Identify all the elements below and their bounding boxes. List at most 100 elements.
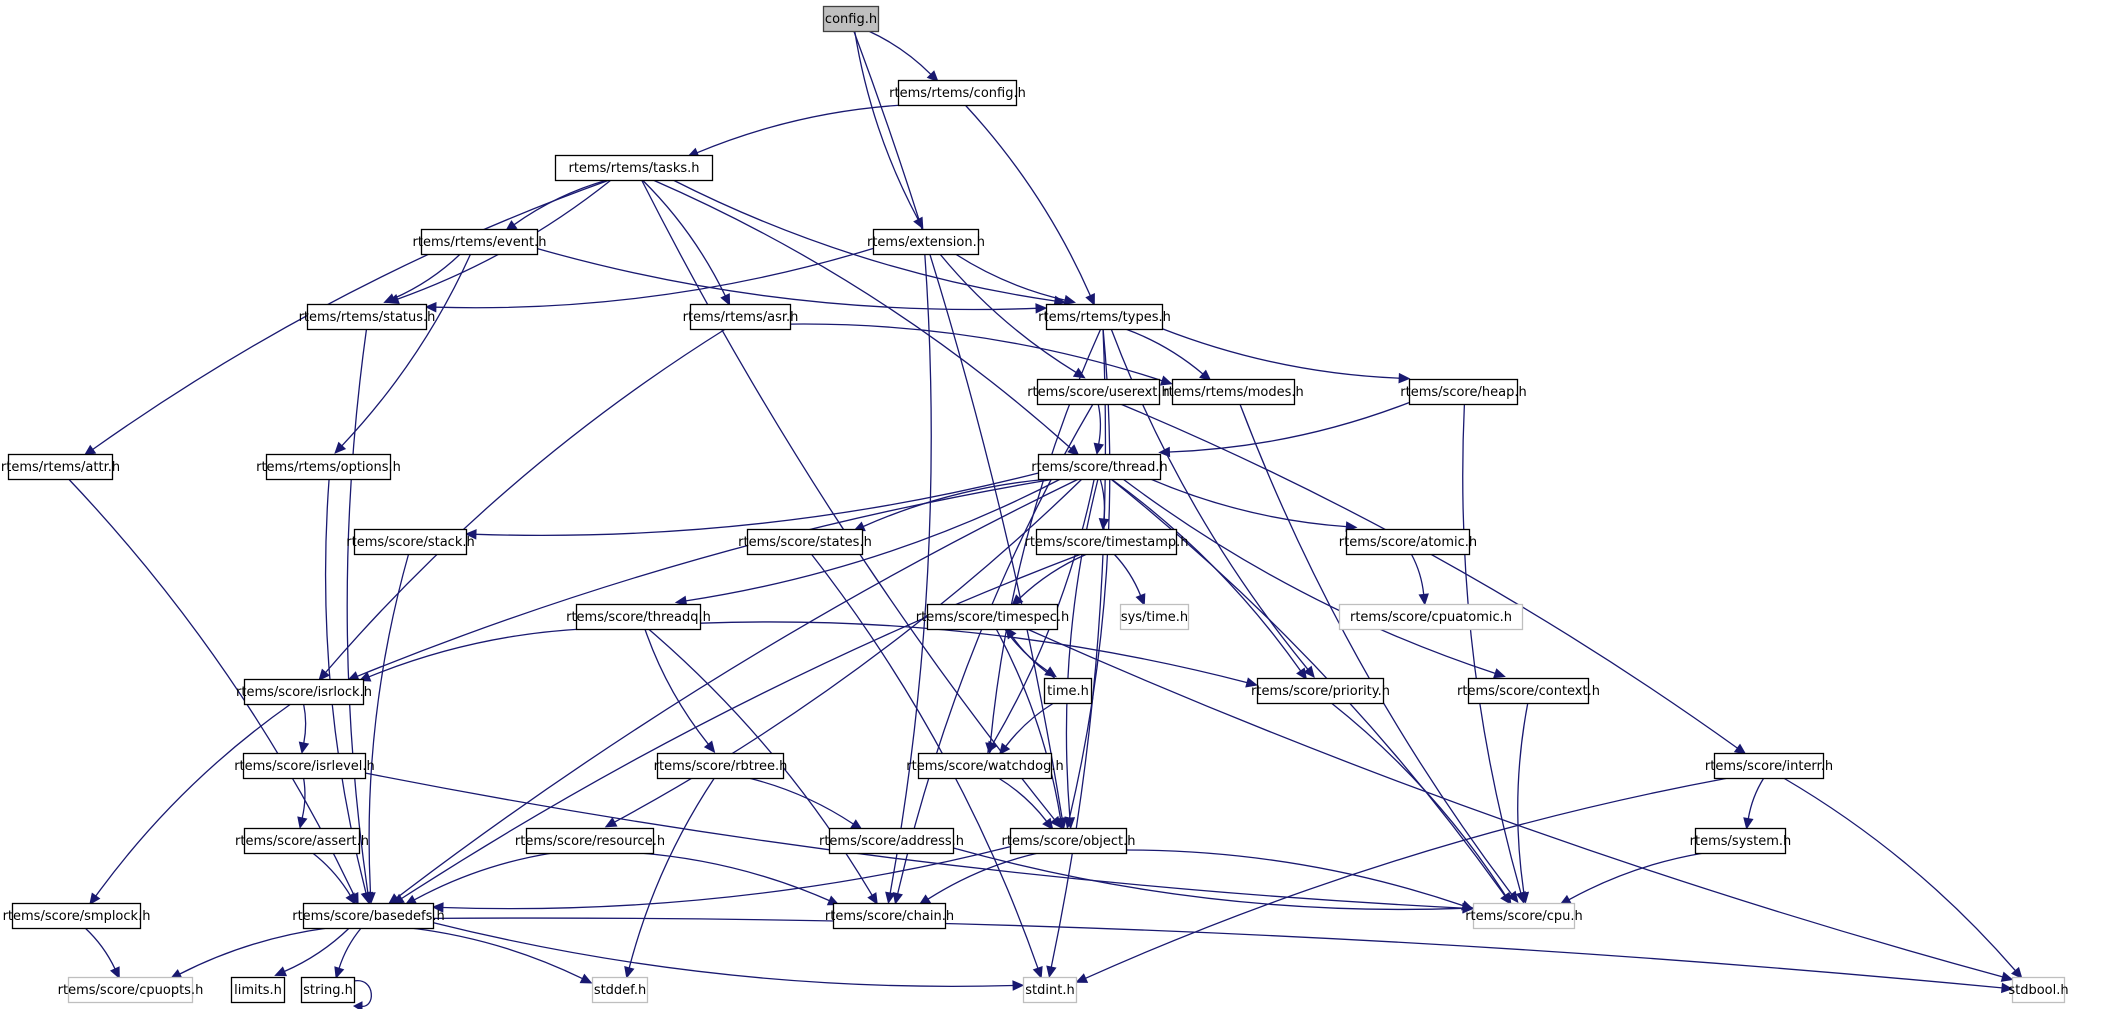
graph-node-object[interactable]: rtems/score/object.h bbox=[1002, 827, 1136, 855]
edge-line bbox=[1410, 553, 1425, 595]
edge-line bbox=[368, 628, 583, 678]
edge-rbtree-to-stddef bbox=[624, 777, 715, 979]
edge-line bbox=[1110, 328, 1309, 670]
edge-line bbox=[1568, 852, 1705, 901]
graph-node-context[interactable]: rtems/score/context.h bbox=[1457, 677, 1600, 705]
graph-node-cpuatomic: rtems/score/cpuatomic.h bbox=[1338, 603, 1524, 631]
arrowhead-icon bbox=[2010, 966, 2023, 980]
graph-node-stack[interactable]: rtems/score/stack.h bbox=[346, 528, 475, 556]
edge-thread-to-stack bbox=[464, 472, 1039, 540]
node-label: rtems/score/threadq.h bbox=[566, 610, 711, 625]
node-box bbox=[1345, 528, 1471, 556]
node-box bbox=[525, 827, 655, 855]
node-label: stdbool.h bbox=[2008, 983, 2068, 998]
edge-rtems_config-to-tasks bbox=[686, 104, 904, 158]
edge-line bbox=[325, 328, 726, 673]
edge-line bbox=[1050, 328, 1107, 968]
graph-node-status[interactable]: rtems/rtems/status.h bbox=[299, 303, 436, 331]
arrowhead-icon bbox=[703, 740, 716, 754]
edge-line bbox=[435, 247, 874, 309]
graph-node-interr[interactable]: rtems/score/interr.h bbox=[1705, 752, 1833, 780]
arrowhead-icon bbox=[1075, 973, 1089, 983]
graph-node-timeh[interactable]: time.h bbox=[1043, 677, 1093, 705]
node-box bbox=[822, 5, 880, 33]
graph-node-types[interactable]: rtems/rtems/types.h bbox=[1038, 303, 1171, 331]
graph-node-resource[interactable]: rtems/score/resource.h bbox=[515, 827, 665, 855]
graph-node-attr[interactable]: rtems/rtems/attr.h bbox=[1, 453, 120, 481]
edge-basedefs-to-stdint bbox=[432, 921, 1025, 991]
edge-thread-to-isrlock bbox=[346, 478, 1055, 681]
node-box bbox=[230, 976, 286, 1004]
edge-thread-to-atomic bbox=[1150, 478, 1358, 532]
edge-line bbox=[393, 253, 461, 300]
arrowhead-icon bbox=[83, 444, 97, 456]
node-box bbox=[828, 827, 955, 855]
graph-node-threadq[interactable]: rtems/score/threadq.h bbox=[566, 603, 711, 631]
edge-line bbox=[346, 328, 369, 894]
arrowhead-icon bbox=[1159, 375, 1173, 386]
arrowhead-icon bbox=[1064, 817, 1076, 830]
graph-node-timespec[interactable]: rtems/score/timespec.h bbox=[916, 603, 1069, 631]
graph-node-chain[interactable]: rtems/score/chain.h bbox=[825, 902, 954, 930]
graph-node-system[interactable]: rtems/system.h bbox=[1690, 827, 1792, 855]
graph-node-asr[interactable]: rtems/rtems/asr.h bbox=[683, 303, 799, 331]
graph-node-address[interactable]: rtems/score/address.h bbox=[819, 827, 964, 855]
graph-node-isrlock[interactable]: rtems/score/isrlock.h bbox=[236, 678, 372, 706]
edge-line bbox=[368, 553, 410, 894]
graph-node-string[interactable]: string.h bbox=[300, 976, 356, 1004]
graph-node-assert[interactable]: rtems/score/assert.h bbox=[235, 827, 369, 855]
edge-line bbox=[179, 927, 328, 975]
edge-timespec-to-stdbool bbox=[1026, 628, 2014, 982]
graph-node-priority[interactable]: rtems/score/priority.h bbox=[1251, 677, 1390, 705]
node-label: rtems/score/timespec.h bbox=[916, 610, 1069, 625]
arrowhead-icon bbox=[365, 892, 376, 905]
arrowhead-icon bbox=[1011, 594, 1024, 607]
edge-line bbox=[1085, 777, 1729, 979]
graph-node-options[interactable]: rtems/rtems/options.h bbox=[256, 453, 401, 481]
node-box bbox=[1037, 453, 1162, 481]
graph-node-userext[interactable]: rtems/score/userext.h bbox=[1027, 378, 1170, 406]
node-label: rtems/score/cpuatomic.h bbox=[1350, 610, 1512, 625]
arrowhead-icon bbox=[1507, 890, 1519, 904]
node-label: rtems/rtems/status.h bbox=[299, 310, 436, 325]
arrowhead-icon bbox=[345, 892, 357, 906]
graph-node-states[interactable]: rtems/score/states.h bbox=[738, 528, 872, 556]
edge-heap-to-cpu bbox=[1462, 403, 1526, 904]
graph-node-heap[interactable]: rtems/score/heap.h bbox=[1400, 378, 1527, 406]
node-box bbox=[656, 752, 785, 780]
graph-node-limits[interactable]: limits.h bbox=[230, 976, 286, 1004]
arrowhead-icon bbox=[1012, 980, 1025, 991]
graph-node-event[interactable]: rtems/rtems/event.h bbox=[413, 228, 547, 256]
edge-line bbox=[1239, 403, 1513, 895]
node-label: rtems/rtems/attr.h bbox=[1, 460, 120, 475]
graph-node-thread[interactable]: rtems/score/thread.h bbox=[1031, 453, 1168, 481]
graph-node-rtems_config[interactable]: rtems/rtems/config.h bbox=[889, 79, 1026, 107]
node-label: stdint.h bbox=[1025, 983, 1074, 998]
node-box bbox=[1694, 827, 1787, 855]
arrowhead-icon bbox=[334, 441, 347, 454]
graph-node-atomic[interactable]: rtems/score/atomic.h bbox=[1339, 528, 1477, 556]
node-label: rtems/score/isrlock.h bbox=[236, 685, 372, 700]
arrowhead-icon bbox=[318, 668, 330, 682]
node-box bbox=[7, 453, 114, 481]
edge-asr-to-modes bbox=[789, 323, 1173, 386]
graph-node-cpu: rtems/score/cpu.h bbox=[1465, 902, 1583, 930]
node-label: rtems/score/userext.h bbox=[1027, 385, 1170, 400]
edge-basedefs-to-stdbool bbox=[432, 917, 2014, 994]
graph-node-isrlevel[interactable]: rtems/score/isrlevel.h bbox=[234, 752, 375, 780]
graph-node-extension[interactable]: rtems/extension.h bbox=[867, 228, 985, 256]
graph-node-smplock[interactable]: rtems/score/smplock.h bbox=[3, 902, 151, 930]
graph-node-modes[interactable]: rtems/rtems/modes.h bbox=[1163, 378, 1304, 406]
graph-node-timestamp[interactable]: rtems/score/timestamp.h bbox=[1024, 528, 1189, 556]
arrowhead-icon bbox=[885, 891, 896, 905]
arrowhead-icon bbox=[1035, 303, 1048, 314]
edge-line bbox=[357, 478, 1055, 677]
edge-object-to-chain bbox=[918, 852, 1039, 906]
graph-node-tasks[interactable]: rtems/rtems/tasks.h bbox=[554, 154, 714, 182]
edge-line bbox=[639, 852, 830, 902]
graph-node-watchdog[interactable]: rtems/score/watchdog.h bbox=[906, 752, 1064, 780]
node-label: rtems/score/heap.h bbox=[1400, 385, 1526, 400]
graph-node-rbtree[interactable]: rtems/score/rbtree.h bbox=[654, 752, 788, 780]
graph-node-basedefs[interactable]: rtems/score/basedefs.h bbox=[292, 902, 445, 930]
graph-node-config[interactable]: config.h bbox=[822, 5, 880, 33]
